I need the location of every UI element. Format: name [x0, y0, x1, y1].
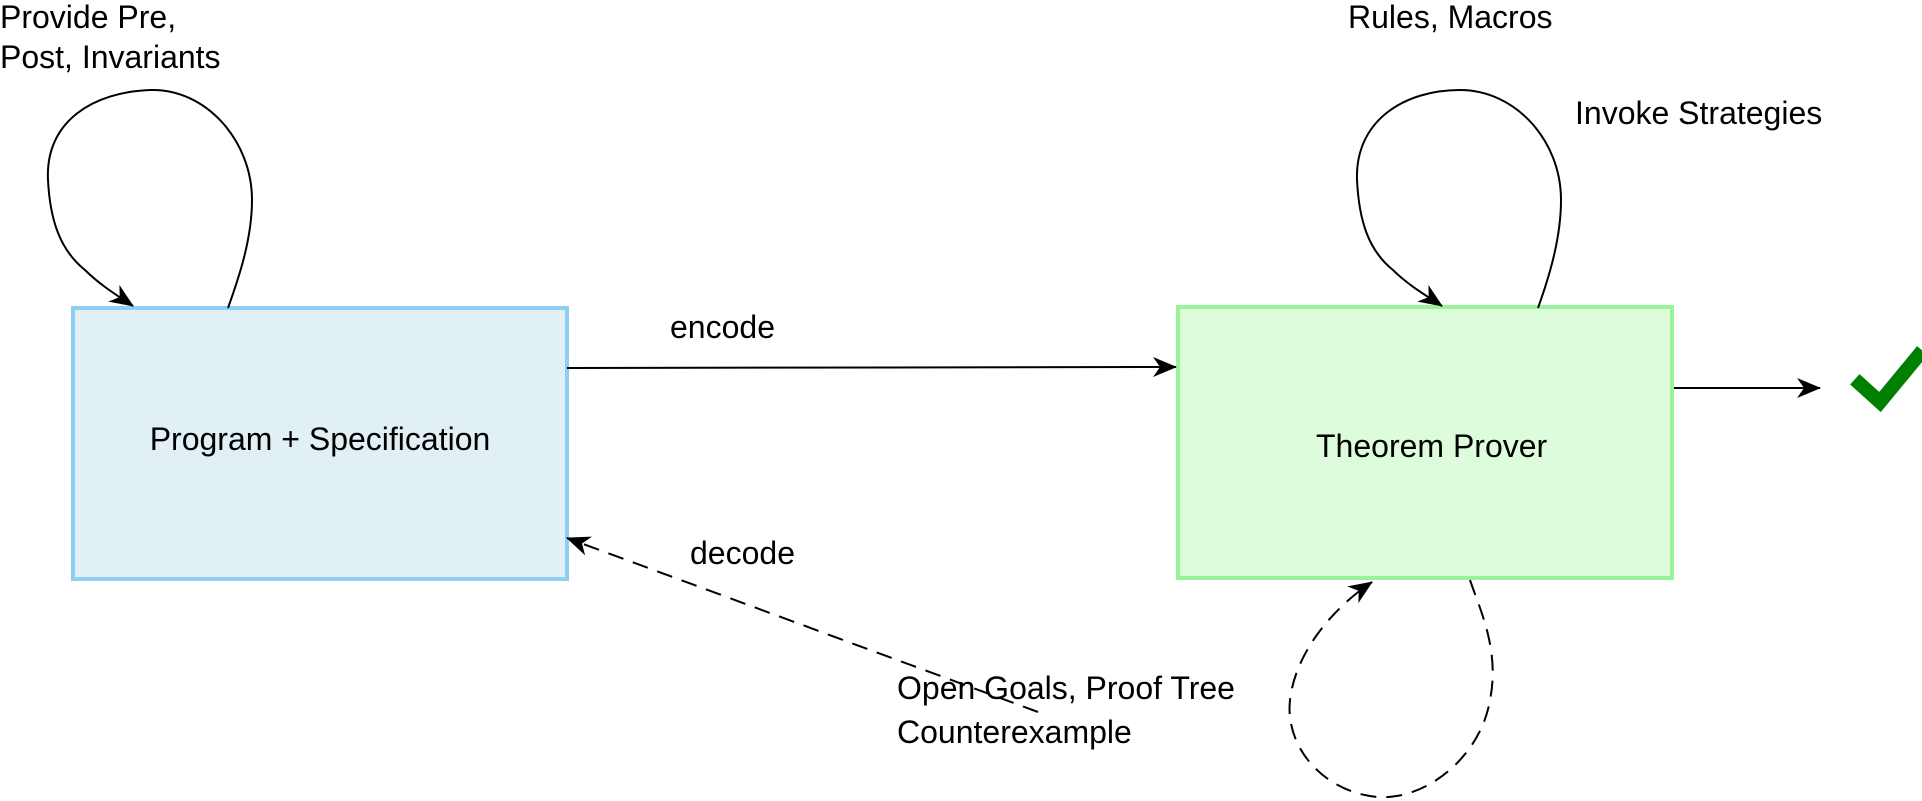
provide-annotations-loop-arrow	[46, 88, 254, 309]
provide-annotations-label-line2: Post, Invariants	[0, 39, 221, 75]
invoke-strategies-label: Invoke Strategies	[1575, 95, 1823, 131]
rules-macros-label: Rules, Macros	[1348, 0, 1553, 35]
feedback-loop-arrow	[1288, 579, 1494, 799]
encode-label: encode	[670, 309, 775, 345]
decode-arrow	[566, 536, 1039, 713]
prover-self-loop-arrow	[1355, 88, 1563, 309]
program-specification-label: Program + Specification	[149, 420, 491, 457]
decode-label: decode	[690, 535, 795, 571]
theorem-prover-label: Theorem Prover	[1316, 427, 1548, 464]
encode-arrow	[566, 357, 1177, 378]
feedback-label-line1: Open Goals, Proof Tree	[897, 670, 1235, 706]
theorem-prover-box[interactable]	[1176, 305, 1674, 580]
checkmark-icon	[1850, 346, 1922, 413]
provide-annotations-label-line1: Provide Pre,	[0, 0, 177, 35]
program-specification-box[interactable]	[71, 306, 569, 581]
feedback-label-line2: Counterexample	[897, 714, 1132, 750]
